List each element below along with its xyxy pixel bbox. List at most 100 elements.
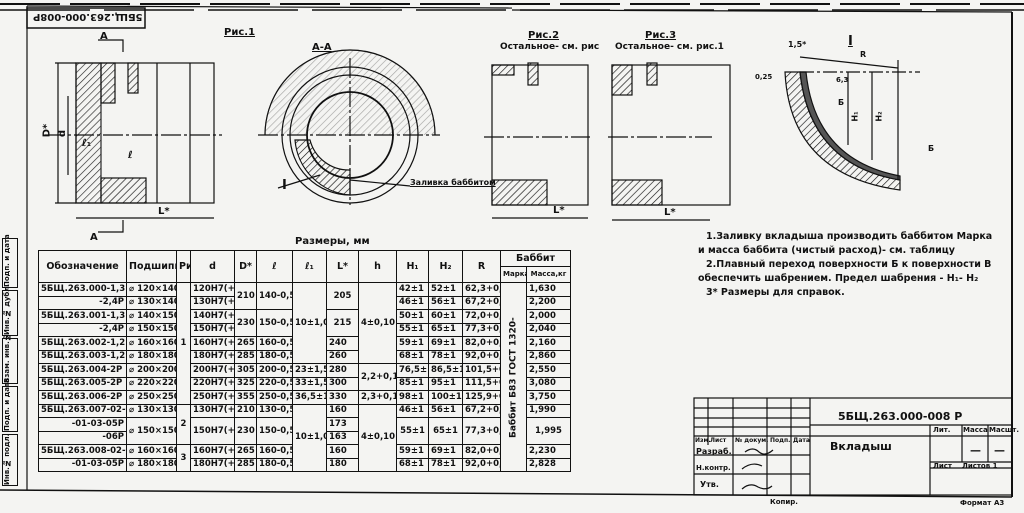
dim-L-fig2: L* xyxy=(553,205,565,216)
col-change: Изм. xyxy=(695,437,711,444)
header-col-12: Марка xyxy=(500,266,527,283)
cell-r13-c1: ⌀ 180×180 xyxy=(126,457,177,472)
title-scale: Масшт. xyxy=(989,426,1019,434)
header-col-7: L* xyxy=(326,250,359,283)
margin-field-0: Подп. и дата xyxy=(2,234,18,288)
header-col-2: Рис. xyxy=(176,250,191,283)
cell-r12-c11: 82,0+0,3 xyxy=(462,444,501,459)
cell-r9-c10: 56±1 xyxy=(428,403,463,418)
figure-3-view xyxy=(608,62,731,221)
cell-r8-c5: 250-0,5 xyxy=(256,390,293,405)
cell-r8-c4: 355 xyxy=(234,390,257,405)
cell-r6-c13: 2,550 xyxy=(526,363,571,378)
cell-r0-c2: 1 xyxy=(176,282,191,405)
cell-r6-c10: 86,5±1 xyxy=(428,363,463,378)
col-doc-no: № докум. xyxy=(735,437,769,444)
table-row: 5БЩ.263.006-2P⌀ 250×250250H7(+0,046)3552… xyxy=(38,390,571,405)
header-col-1: Подшипник xyxy=(126,250,177,283)
table-row: 5БЩ.263.003-1,2P⌀ 180×180180H7(+0,040)28… xyxy=(38,349,571,364)
cell-r7-c5: 220-0,5 xyxy=(256,376,293,391)
section-a-a-label: А-А xyxy=(312,42,332,53)
role-norm-control: Н.контр. xyxy=(696,464,731,472)
cell-r9-c13: 1,990 xyxy=(526,403,571,418)
figure-2-label: Рис.2 xyxy=(528,30,560,41)
cell-r0-c9: 42±1 xyxy=(396,282,429,297)
title-mass: Масса xyxy=(963,426,988,434)
figure-2-view xyxy=(484,62,590,219)
cell-r4-c3: 160H7(+0,040) xyxy=(190,336,235,351)
roughness-6-3: 6,3 xyxy=(836,76,849,84)
detail-ref-label: I xyxy=(282,178,287,193)
babbit-fill-label: Заливка баббитом xyxy=(410,178,496,187)
surface-B-label: Б xyxy=(838,98,845,107)
cell-r2-c5: 150-0,5 xyxy=(256,309,293,337)
cell-r0-c8: 4±0,10 xyxy=(358,282,397,364)
stamp-code-upside-down: 5БЩ.263.000-008P xyxy=(33,11,143,22)
cell-r6-c9: 76,5±1 xyxy=(396,363,429,378)
cell-r8-c6: 36,5±1,5 xyxy=(292,390,327,405)
cell-r12-c0: 5БЩ.263.008-02-04P xyxy=(38,444,127,459)
title-block-frame xyxy=(693,397,1013,496)
cell-r9-c7: 160 xyxy=(326,403,359,418)
cell-r8-c13: 3,750 xyxy=(526,390,571,405)
cell-r1-c3: 130H7(+0,040) xyxy=(190,295,235,310)
cell-r9-c4: 210 xyxy=(234,403,257,418)
dim-H1: H₁ xyxy=(850,111,860,122)
cell-r9-c0: 5БЩ.263.007-02-04P xyxy=(38,403,127,418)
cell-r10-c5: 150-0,5 xyxy=(256,417,293,445)
dimensions-table: ОбозначениеПодшипникРис.dD*ℓℓ₁L*hH₁H₂RБа… xyxy=(38,250,571,472)
header-col-13: Масса,кг xyxy=(526,266,571,283)
figure-2-note: Остальное- см. рис xyxy=(500,42,600,52)
col-signature: Подп. xyxy=(770,437,791,444)
section-mark-bottom: А xyxy=(90,232,98,243)
cell-r1-c9: 46±1 xyxy=(396,295,429,310)
cell-r4-c13: 2,160 xyxy=(526,336,571,351)
cell-r9-c3: 130H7(+0,040) xyxy=(190,403,235,418)
cell-r8-c0: 5БЩ.263.006-2P xyxy=(38,390,127,405)
figure-3-label: Рис.3 xyxy=(645,30,677,41)
cell-r13-c9: 68±1 xyxy=(396,457,429,472)
cell-r6-c11: 101,5+0,3 xyxy=(462,363,501,378)
cell-r1-c1: ⌀ 130×140 xyxy=(126,295,177,310)
format-label: Формат xyxy=(960,499,992,507)
cell-r2-c11: 72,0+0,3 xyxy=(462,309,501,324)
cell-r4-c7: 240 xyxy=(326,336,359,351)
cell-r8-c9: 98±1 xyxy=(396,390,429,405)
cell-r0-c11: 62,3+0,3 xyxy=(462,282,501,297)
cell-r12-c1: ⌀ 160×160 xyxy=(126,444,177,459)
header-col-10: H₂ xyxy=(428,250,463,283)
cell-r7-c10: 95±1 xyxy=(428,376,463,391)
dim-R: R xyxy=(860,50,867,59)
section-mark-top: А xyxy=(100,31,108,42)
cell-r4-c1: ⌀ 160×160 xyxy=(126,336,177,351)
scale-value: — xyxy=(994,444,1005,457)
cell-r0-c4: 210 xyxy=(234,282,257,310)
table-row: -2,4P⌀ 130×140130H7(+0,040)46±156±167,2+… xyxy=(38,295,571,310)
dim-L-fig3: L* xyxy=(664,207,676,218)
cell-r7-c13: 3,080 xyxy=(526,376,571,391)
cell-r9-c5: 130-0,5 xyxy=(256,403,293,418)
cell-r9-c11: 67,2+0,3 xyxy=(462,403,501,418)
cell-r4-c10: 69±1 xyxy=(428,336,463,351)
cell-r6-c0: 5БЩ.263.004-2P xyxy=(38,363,127,378)
dim-0-25: 0,25 xyxy=(755,73,773,81)
dim-d: d xyxy=(57,129,69,138)
cell-r5-c9: 68±1 xyxy=(396,349,429,364)
cell-r5-c7: 260 xyxy=(326,349,359,364)
cell-r0-c0: 5БЩ.263.000-1,3P xyxy=(38,282,127,297)
cell-r0-c7: 205 xyxy=(326,282,359,310)
note-line: 2.Плавный переход поверхности Б к поверх… xyxy=(706,259,992,270)
cell-r7-c4: 325 xyxy=(234,376,257,391)
cell-r10-c1: ⌀ 150×150 xyxy=(126,417,177,445)
cell-r2-c3: 140H7(+0,040) xyxy=(190,309,235,324)
cell-r3-c3: 150H7(+0,040) xyxy=(190,322,235,337)
cell-r13-c10: 78±1 xyxy=(428,457,463,472)
cell-r9-c6: 10±1,0 xyxy=(292,403,327,472)
table-row: 5БЩ.263.000-1,3P⌀ 120×1401120H7(+0,035)2… xyxy=(38,282,571,472)
cell-r5-c4: 285 xyxy=(234,349,257,364)
cell-r5-c1: ⌀ 180×180 xyxy=(126,349,177,364)
table-row: -01-03-05P⌀ 150×150150H7(+0,040)230150-0… xyxy=(38,417,571,445)
note-line: 3* Размеры для справок. xyxy=(706,287,845,298)
cell-r4-c0: 5БЩ.263.002-1,2P xyxy=(38,336,127,351)
